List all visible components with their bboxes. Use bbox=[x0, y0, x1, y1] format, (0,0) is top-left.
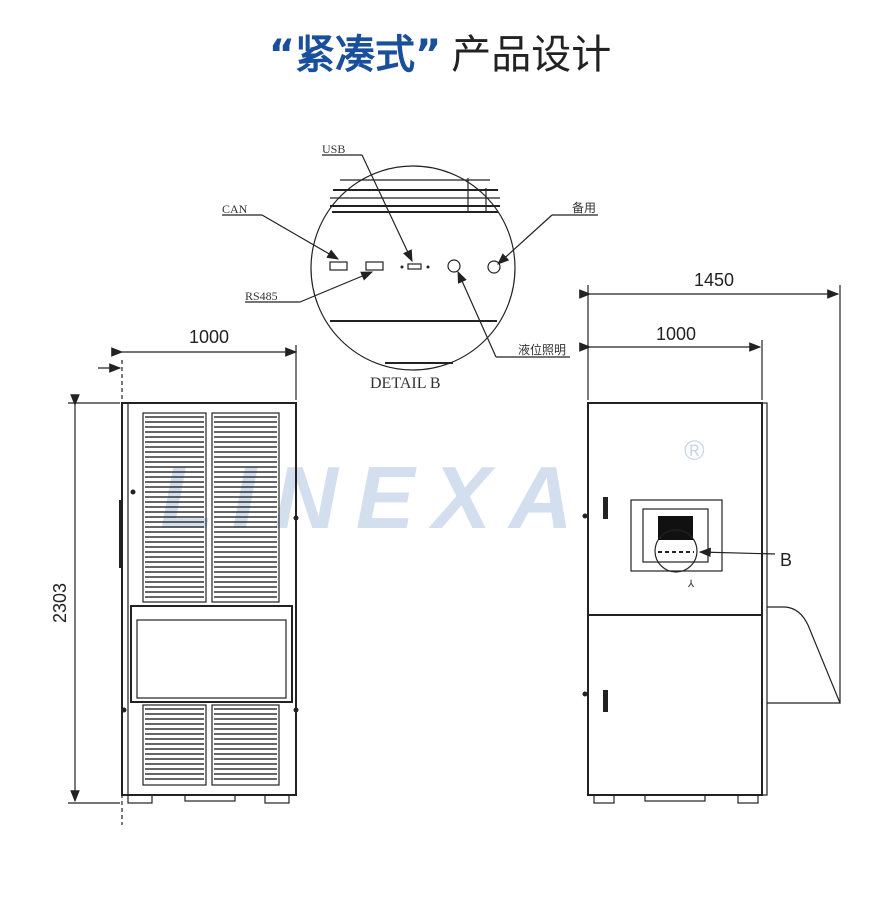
front-view: 1000 2303 bbox=[50, 327, 299, 825]
side-depth-dim: 1450 bbox=[694, 270, 734, 290]
label-level-light: 液位照明 bbox=[518, 342, 566, 357]
title-rest: 产品设计 bbox=[451, 32, 612, 78]
front-width-dim: 1000 bbox=[189, 327, 229, 347]
callout-b: B bbox=[780, 550, 792, 570]
title-highlight: “紧凑式” bbox=[268, 32, 442, 78]
label-can: CAN bbox=[222, 202, 248, 216]
svg-text:®: ® bbox=[684, 435, 705, 466]
label-usb: USB bbox=[322, 142, 345, 156]
label-spare: 备用 bbox=[572, 201, 596, 215]
side-view: ⅄ B 1450 1000 bbox=[579, 270, 841, 804]
svg-text:⅄: ⅄ bbox=[687, 579, 695, 590]
detail-title: DETAIL B bbox=[370, 375, 441, 392]
page-title: “紧凑式”产品设计 bbox=[0, 22, 880, 80]
label-rs485: RS485 bbox=[245, 289, 278, 303]
detail-b: USB CAN RS485 备用 液位照明 DETAIL B bbox=[222, 142, 598, 392]
side-cabinet-dim: 1000 bbox=[656, 324, 696, 344]
front-height-dim: 2303 bbox=[50, 583, 70, 623]
